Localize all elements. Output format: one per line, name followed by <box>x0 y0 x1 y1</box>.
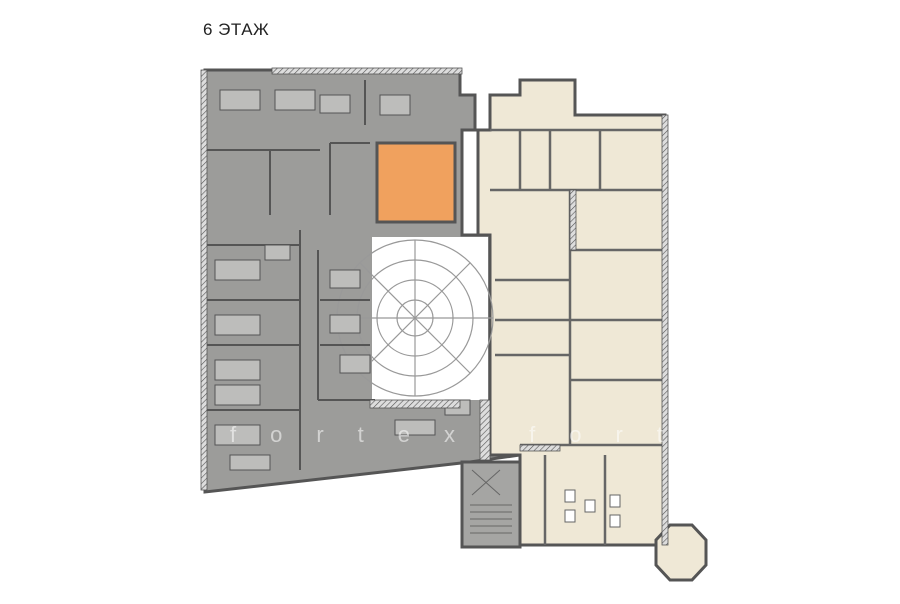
watermark: fortex fortex <box>230 422 788 447</box>
gray-wing-partitions <box>205 80 375 470</box>
floor-title: 6 ЭТАЖ <box>203 20 270 39</box>
bathroom-fixtures <box>564 489 621 528</box>
stairs-icon <box>470 469 512 534</box>
office-desks <box>214 89 471 471</box>
highlighted-room[interactable] <box>375 141 457 224</box>
octagonal-bay <box>654 523 708 582</box>
hatched-walls <box>200 67 669 546</box>
